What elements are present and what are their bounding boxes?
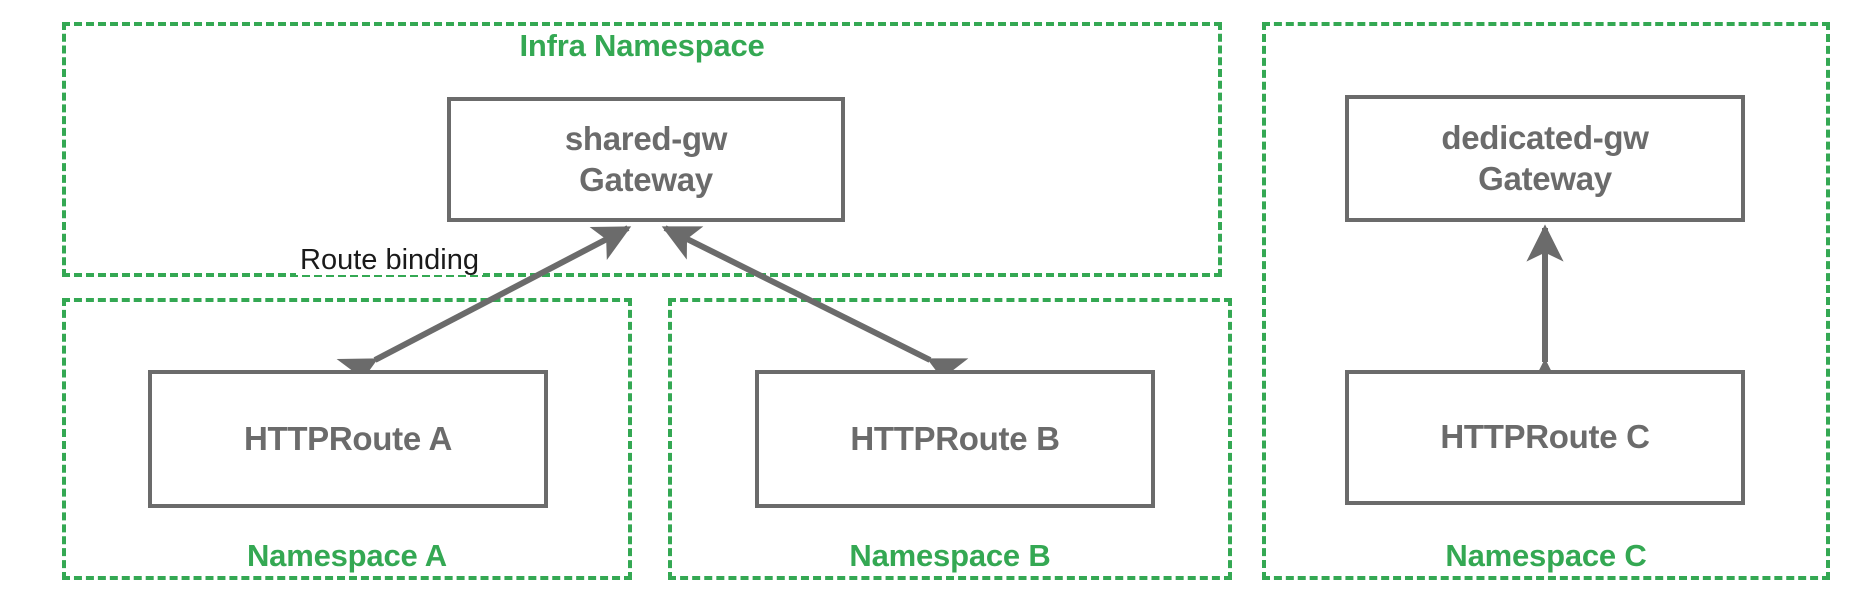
resource-label-httproute-b: HTTPRoute B — [850, 419, 1060, 457]
annotation-route-binding: Route binding — [296, 246, 483, 275]
namespace-container-infra — [62, 22, 1222, 277]
resource-label-httproute-a: HTTPRoute A — [243, 419, 453, 457]
resource-label-httproute-c: HTTPRoute C — [1440, 418, 1650, 456]
namespace-container-c — [1262, 22, 1830, 580]
resource-box-httproute-c[interactable]: HTTPRoute C — [1345, 370, 1745, 505]
resource-box-httproute-b[interactable]: HTTPRoute B — [755, 370, 1155, 508]
namespace-label-b: Namespace B — [849, 538, 1051, 573]
namespace-label-infra: Infra Namespace — [519, 28, 765, 63]
resource-label-dedicated-gw: dedicated-gw Gateway — [1441, 118, 1649, 197]
resource-box-dedicated-gw[interactable]: dedicated-gw Gateway — [1345, 95, 1745, 222]
resource-label-shared-gw: shared-gw Gateway — [564, 119, 728, 198]
resource-box-httproute-a[interactable]: HTTPRoute A — [148, 370, 548, 508]
namespace-label-c: Namespace C — [1445, 538, 1647, 573]
namespace-label-a: Namespace A — [247, 538, 447, 573]
resource-box-shared-gw[interactable]: shared-gw Gateway — [447, 97, 845, 222]
